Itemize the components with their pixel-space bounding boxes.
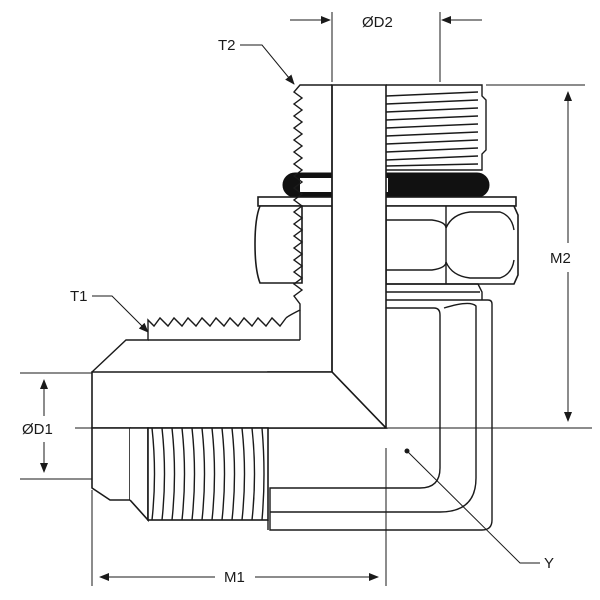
label-m2: M2	[550, 250, 571, 267]
elbow-outer-body	[269, 299, 493, 531]
label-d2: ØD2	[362, 14, 393, 31]
label-m1: M1	[224, 569, 245, 586]
top-port-threads	[385, 91, 479, 167]
male-flare-end	[91, 427, 269, 530]
label-t2: T2	[218, 37, 236, 54]
label-t1: T1	[70, 288, 88, 305]
leader-t1: T1	[70, 288, 149, 333]
lock-nut	[254, 205, 519, 285]
label-d1: ØD1	[22, 421, 53, 438]
label-y: Y	[544, 555, 554, 572]
leader-t2: T2	[218, 37, 295, 85]
male-threads	[151, 427, 265, 521]
leader-y: Y	[404, 448, 554, 572]
dimension-d2: ØD2	[290, 12, 482, 82]
dimension-m1: M1	[91, 448, 387, 586]
elbow-body	[91, 84, 388, 429]
dimension-d1: ØD1	[20, 372, 130, 480]
dimension-m2: M2	[386, 84, 592, 429]
